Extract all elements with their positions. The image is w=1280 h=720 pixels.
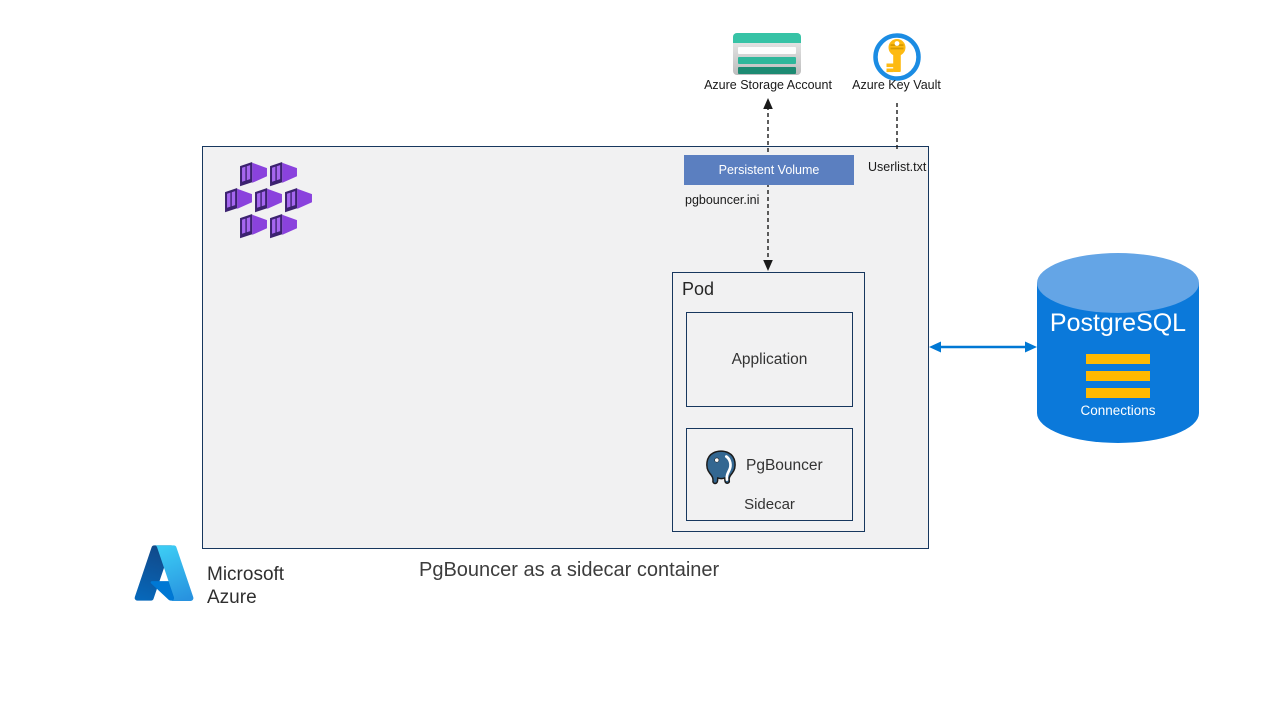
storage-icon-band: [733, 33, 801, 43]
arrowhead-left-icon: [929, 341, 941, 353]
application-container-box: Application: [686, 312, 853, 407]
microsoft-azure-wordmark: Microsoft Azure: [207, 563, 284, 609]
pgbouncer-ini-file-label: pgbouncer.ini: [685, 193, 760, 207]
wordmark-line2: Azure: [207, 587, 257, 608]
pod-label: Pod: [682, 279, 715, 299]
persistent-volume-box: Persistent Volume: [684, 155, 854, 185]
wordmark-line1: Microsoft: [207, 564, 285, 585]
key-vault-label: Azure Key Vault: [852, 78, 941, 92]
arrowhead-up-icon: [763, 98, 773, 109]
storage-account-icon: [733, 33, 801, 75]
pgbouncer-label: PgBouncer: [746, 457, 823, 474]
application-label: Application: [731, 350, 808, 368]
postgresql-title: PostgreSQL: [1049, 309, 1187, 337]
userlist-file-label: Userlist.txt: [868, 160, 927, 174]
storage-icon-bar: [738, 67, 796, 74]
key-vault-icon: [873, 33, 921, 81]
connections-label: Connections: [1080, 403, 1156, 418]
connections-bars-icon: [1086, 354, 1150, 405]
pgbouncer-sidecar-box: PgBouncer Sidecar: [686, 428, 853, 521]
azure-logo-icon: [134, 545, 194, 601]
arrowhead-right-icon: [1025, 341, 1037, 353]
storage-icon-bar: [738, 57, 796, 64]
diagram-caption: PgBouncer as a sidecar container: [419, 559, 720, 581]
aks-cluster-box: [202, 146, 929, 549]
storage-icon-bar: [738, 47, 796, 54]
pod-box: Pod: [672, 272, 865, 532]
postgresql-database: PostgreSQL Connections: [1037, 253, 1199, 443]
storage-account-label: Azure Storage Account: [704, 78, 832, 92]
aks-containers-icon: [222, 158, 318, 242]
postgresql-elephant-icon: [706, 450, 736, 485]
sidecar-label: Sidecar: [744, 496, 795, 513]
